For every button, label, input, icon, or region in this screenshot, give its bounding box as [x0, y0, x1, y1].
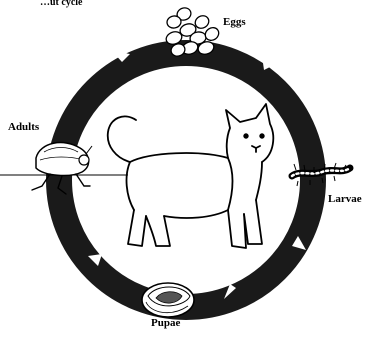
label-eggs: Eggs	[223, 17, 246, 28]
eggs-illustration	[164, 6, 221, 58]
pupa-illustration	[142, 283, 194, 317]
label-larvae: Larvae	[328, 194, 362, 205]
title-fragment: …ut cycle	[40, 0, 83, 8]
cat-illustration	[108, 104, 274, 248]
label-pupae: Pupae	[151, 318, 180, 329]
label-adults: Adults	[8, 122, 39, 133]
cycle-ring	[59, 53, 313, 307]
